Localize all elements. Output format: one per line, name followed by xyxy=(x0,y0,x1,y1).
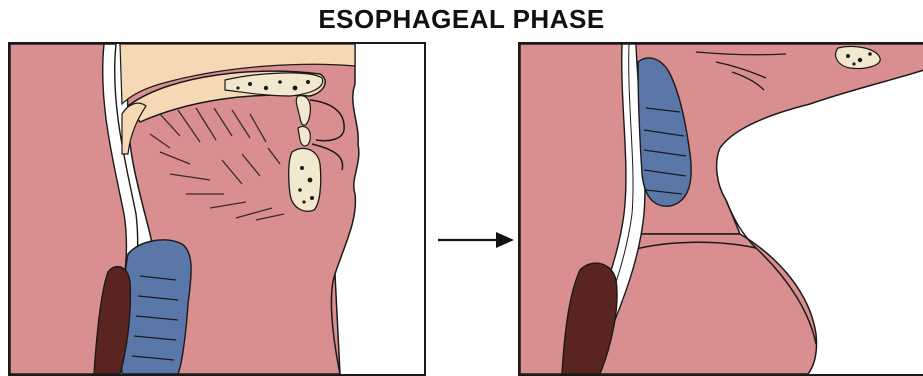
left-anatomy-illustration xyxy=(10,44,424,374)
progression-arrow xyxy=(438,228,516,252)
right-panel-anatomy xyxy=(518,42,923,376)
left-panel-anatomy xyxy=(8,42,426,376)
left-trachea-muscle xyxy=(121,240,191,374)
right-anatomy-illustration xyxy=(520,44,923,374)
figure-title: ESOPHAGEAL PHASE xyxy=(0,4,923,35)
